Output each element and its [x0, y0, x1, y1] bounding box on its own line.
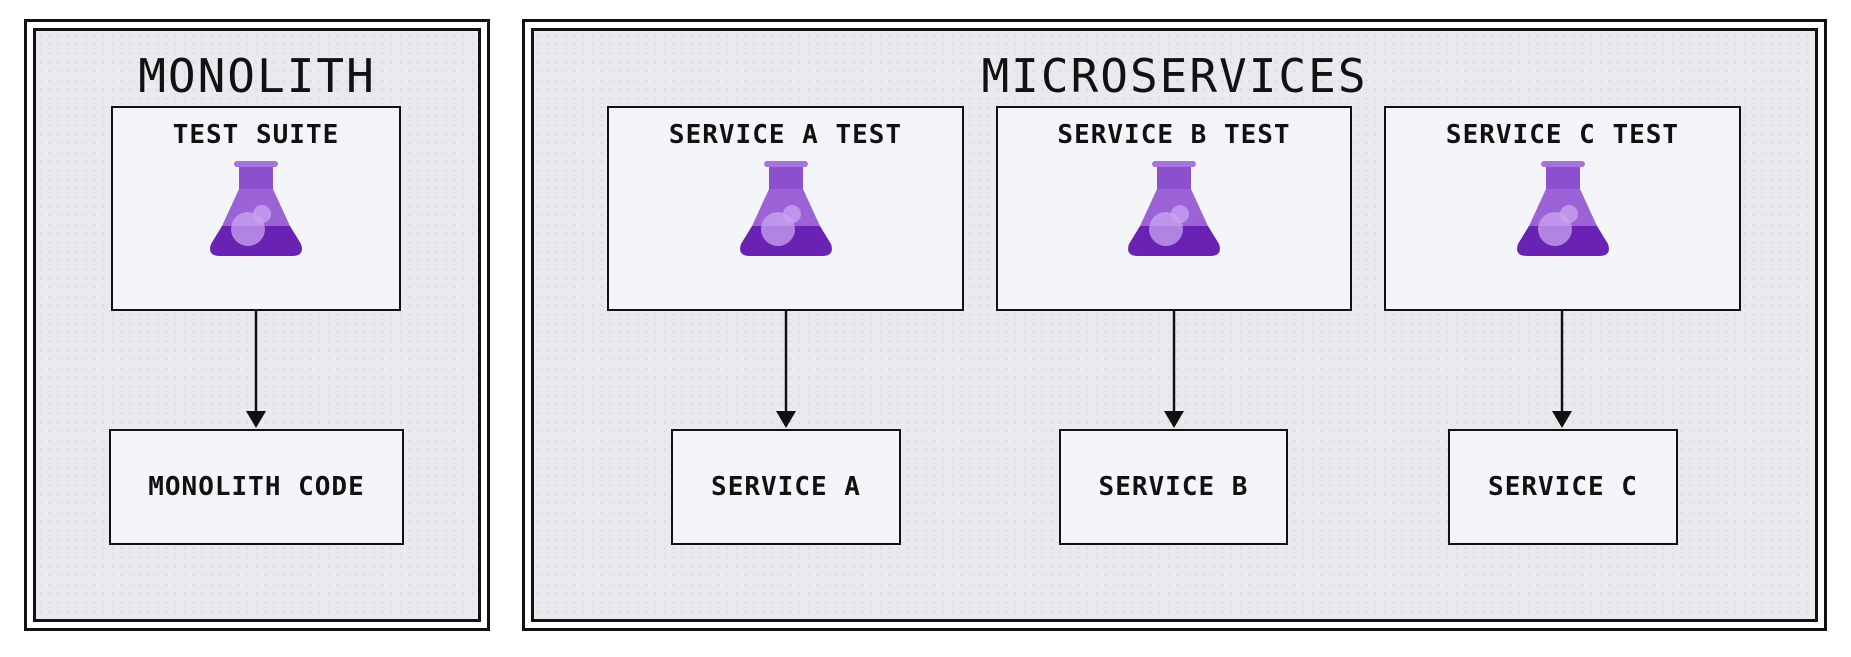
service-b-test-node: SERVICE B TEST — [996, 106, 1352, 311]
service-b-node: SERVICE B — [1059, 429, 1288, 545]
service-b-label: SERVICE B — [1098, 472, 1249, 502]
monolith-code-label: MONOLITH CODE — [148, 472, 365, 502]
flask-icon — [1516, 161, 1609, 256]
service-a-test-label: SERVICE A TEST — [668, 120, 903, 150]
service-b-test-label: SERVICE B TEST — [1057, 120, 1291, 150]
flask-icon — [1128, 161, 1220, 256]
service-a-test-node: SERVICE A TEST — [607, 106, 964, 311]
microservices-title: MICROSERVICES — [981, 49, 1368, 103]
monolith-title: MONOLITH — [138, 49, 376, 103]
test-suite-node: TEST SUITE — [111, 106, 401, 311]
service-c-test-node: SERVICE C TEST — [1384, 106, 1741, 311]
service-c-node: SERVICE C — [1448, 429, 1678, 545]
service-a-node: SERVICE A — [671, 429, 901, 545]
flask-icon — [739, 161, 832, 256]
service-a-label: SERVICE A — [711, 472, 861, 502]
monolith-code-node: MONOLITH CODE — [109, 429, 404, 545]
test-suite-label: TEST SUITE — [172, 120, 340, 150]
service-c-label: SERVICE C — [1488, 472, 1638, 502]
flask-icon — [210, 161, 302, 256]
service-c-test-label: SERVICE C TEST — [1445, 120, 1680, 150]
